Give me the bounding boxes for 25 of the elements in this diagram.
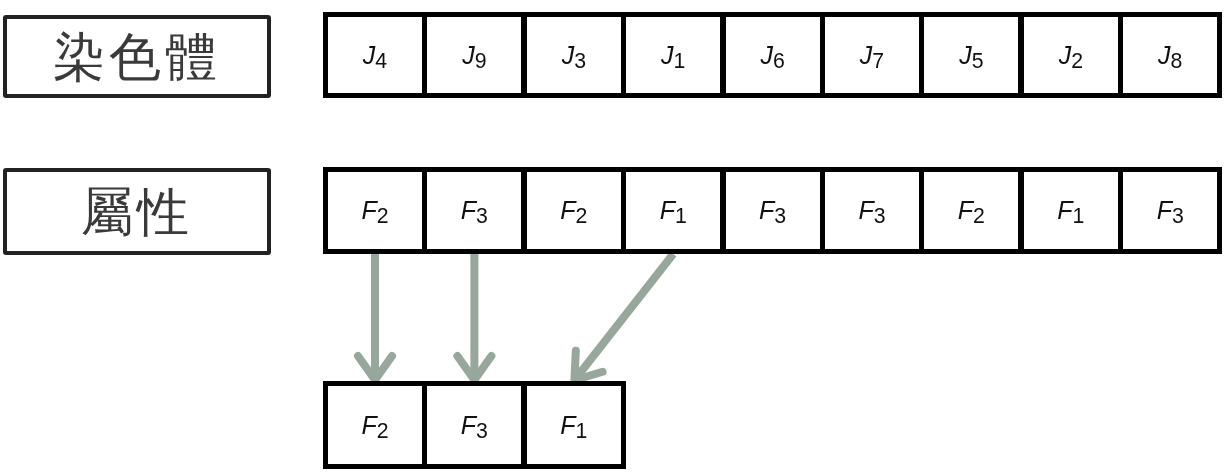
cell-label: F$_{3}$	[460, 198, 488, 223]
cell-label: F$_{2}$	[361, 412, 389, 438]
cell-label: J$_{3}$	[561, 42, 586, 68]
cell-label: F$_{1}$	[560, 412, 588, 438]
cell-label: F$_{3}$	[1156, 198, 1184, 223]
cell-label: J$_{6}$	[760, 42, 785, 68]
cell-label: J$_{2}$	[1058, 42, 1083, 68]
cell-label: F$_{3}$	[759, 198, 787, 223]
cell-label: F$_{3}$	[858, 198, 886, 223]
cell-label: J$_{5}$	[959, 42, 984, 68]
cell-label: J$_{1}$	[661, 42, 686, 68]
row-label-box	[3, 168, 271, 255]
cell-label: J$_{4}$	[362, 42, 388, 68]
row-heading: 屬性	[81, 185, 193, 238]
cell-label: F$_{2}$	[957, 198, 985, 223]
row-heading: 染色體	[53, 30, 221, 83]
cell-label: J$_{9}$	[462, 42, 487, 68]
cell-label: F$_{2}$	[560, 198, 588, 223]
cell-label: F$_{1}$	[1057, 198, 1085, 223]
row-label-box	[3, 15, 271, 98]
cell-label: J$_{8}$	[1158, 42, 1183, 68]
cell-label: F$_{2}$	[361, 198, 389, 223]
cell-label: J$_{7}$	[859, 42, 885, 68]
cell-label: F$_{1}$	[659, 198, 687, 223]
cell-label: F$_{3}$	[460, 412, 488, 438]
